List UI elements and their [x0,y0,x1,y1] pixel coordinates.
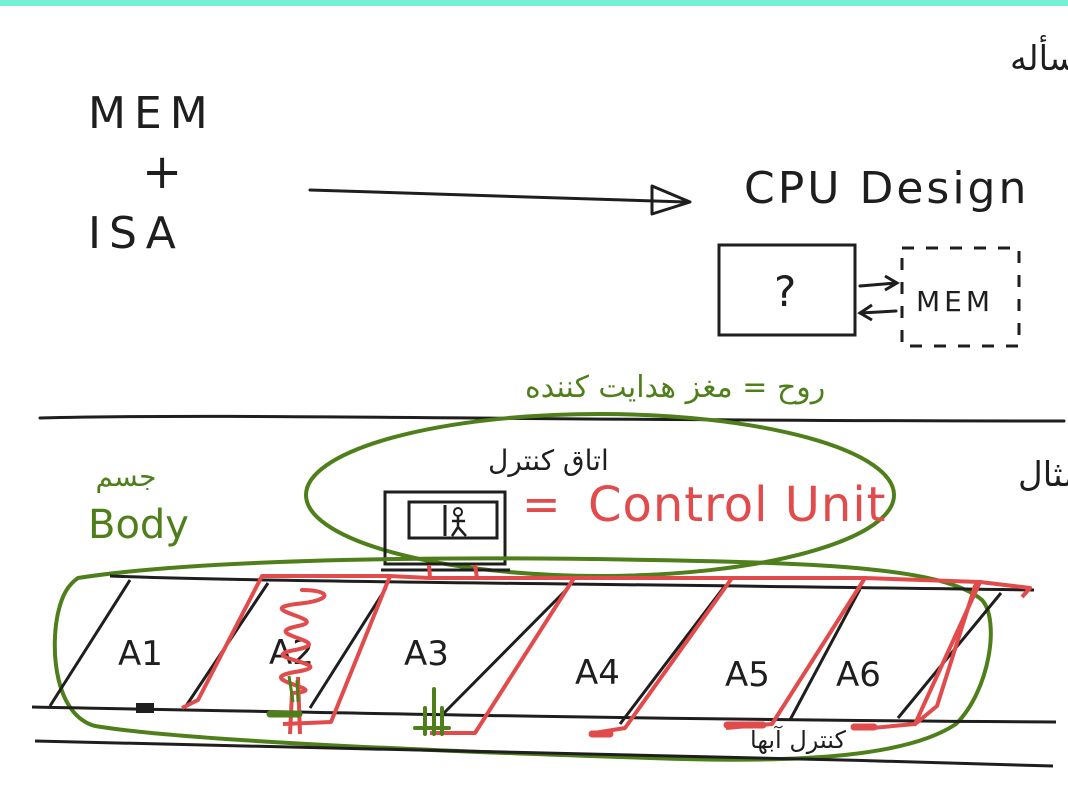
mem-label: MEM [88,88,216,139]
floor-marker-icon [136,703,154,713]
area-label-a1: A1 [118,634,163,674]
area-label-a2: A2 [269,633,314,673]
top-bar [0,0,1068,6]
cpu-box: ? [717,243,857,337]
body-persian-label: جسم [96,460,157,493]
problem-title: صورت مسأله [1010,35,1068,79]
section-divider [38,414,1066,423]
example-label: مثال [1018,455,1068,495]
memory-box: MEM [900,246,1021,348]
area-label-a6: A6 [836,655,881,695]
area-label-a4: A4 [575,653,620,693]
soul-brain-note: روح = مغز هدایت کننده [525,370,825,405]
activity-scribble [266,588,327,735]
body-english-label: Body [88,502,189,548]
control-unit-label: Control Unit [588,477,886,533]
memory-label: MEM [916,285,994,318]
bidirectional-arrow-icon [857,274,900,322]
control-room-label: اتاق کنترل [488,444,609,477]
cpu-design-label: CPU Design [744,163,1029,214]
plus-sign: + [142,144,182,200]
area-label-a3: A3 [404,634,449,674]
isa-label: ISA [88,208,184,259]
red-wiring [181,564,1032,738]
area-label-a5: A5 [725,655,770,695]
arrow-icon [308,184,692,216]
body-oval [52,556,993,762]
control-room-icon [381,490,510,572]
control-equals-sign: = [522,477,561,531]
question-mark: ? [774,267,796,316]
control-bus-label: کنترل آبها [750,725,847,754]
status-marker-icon [413,687,451,736]
